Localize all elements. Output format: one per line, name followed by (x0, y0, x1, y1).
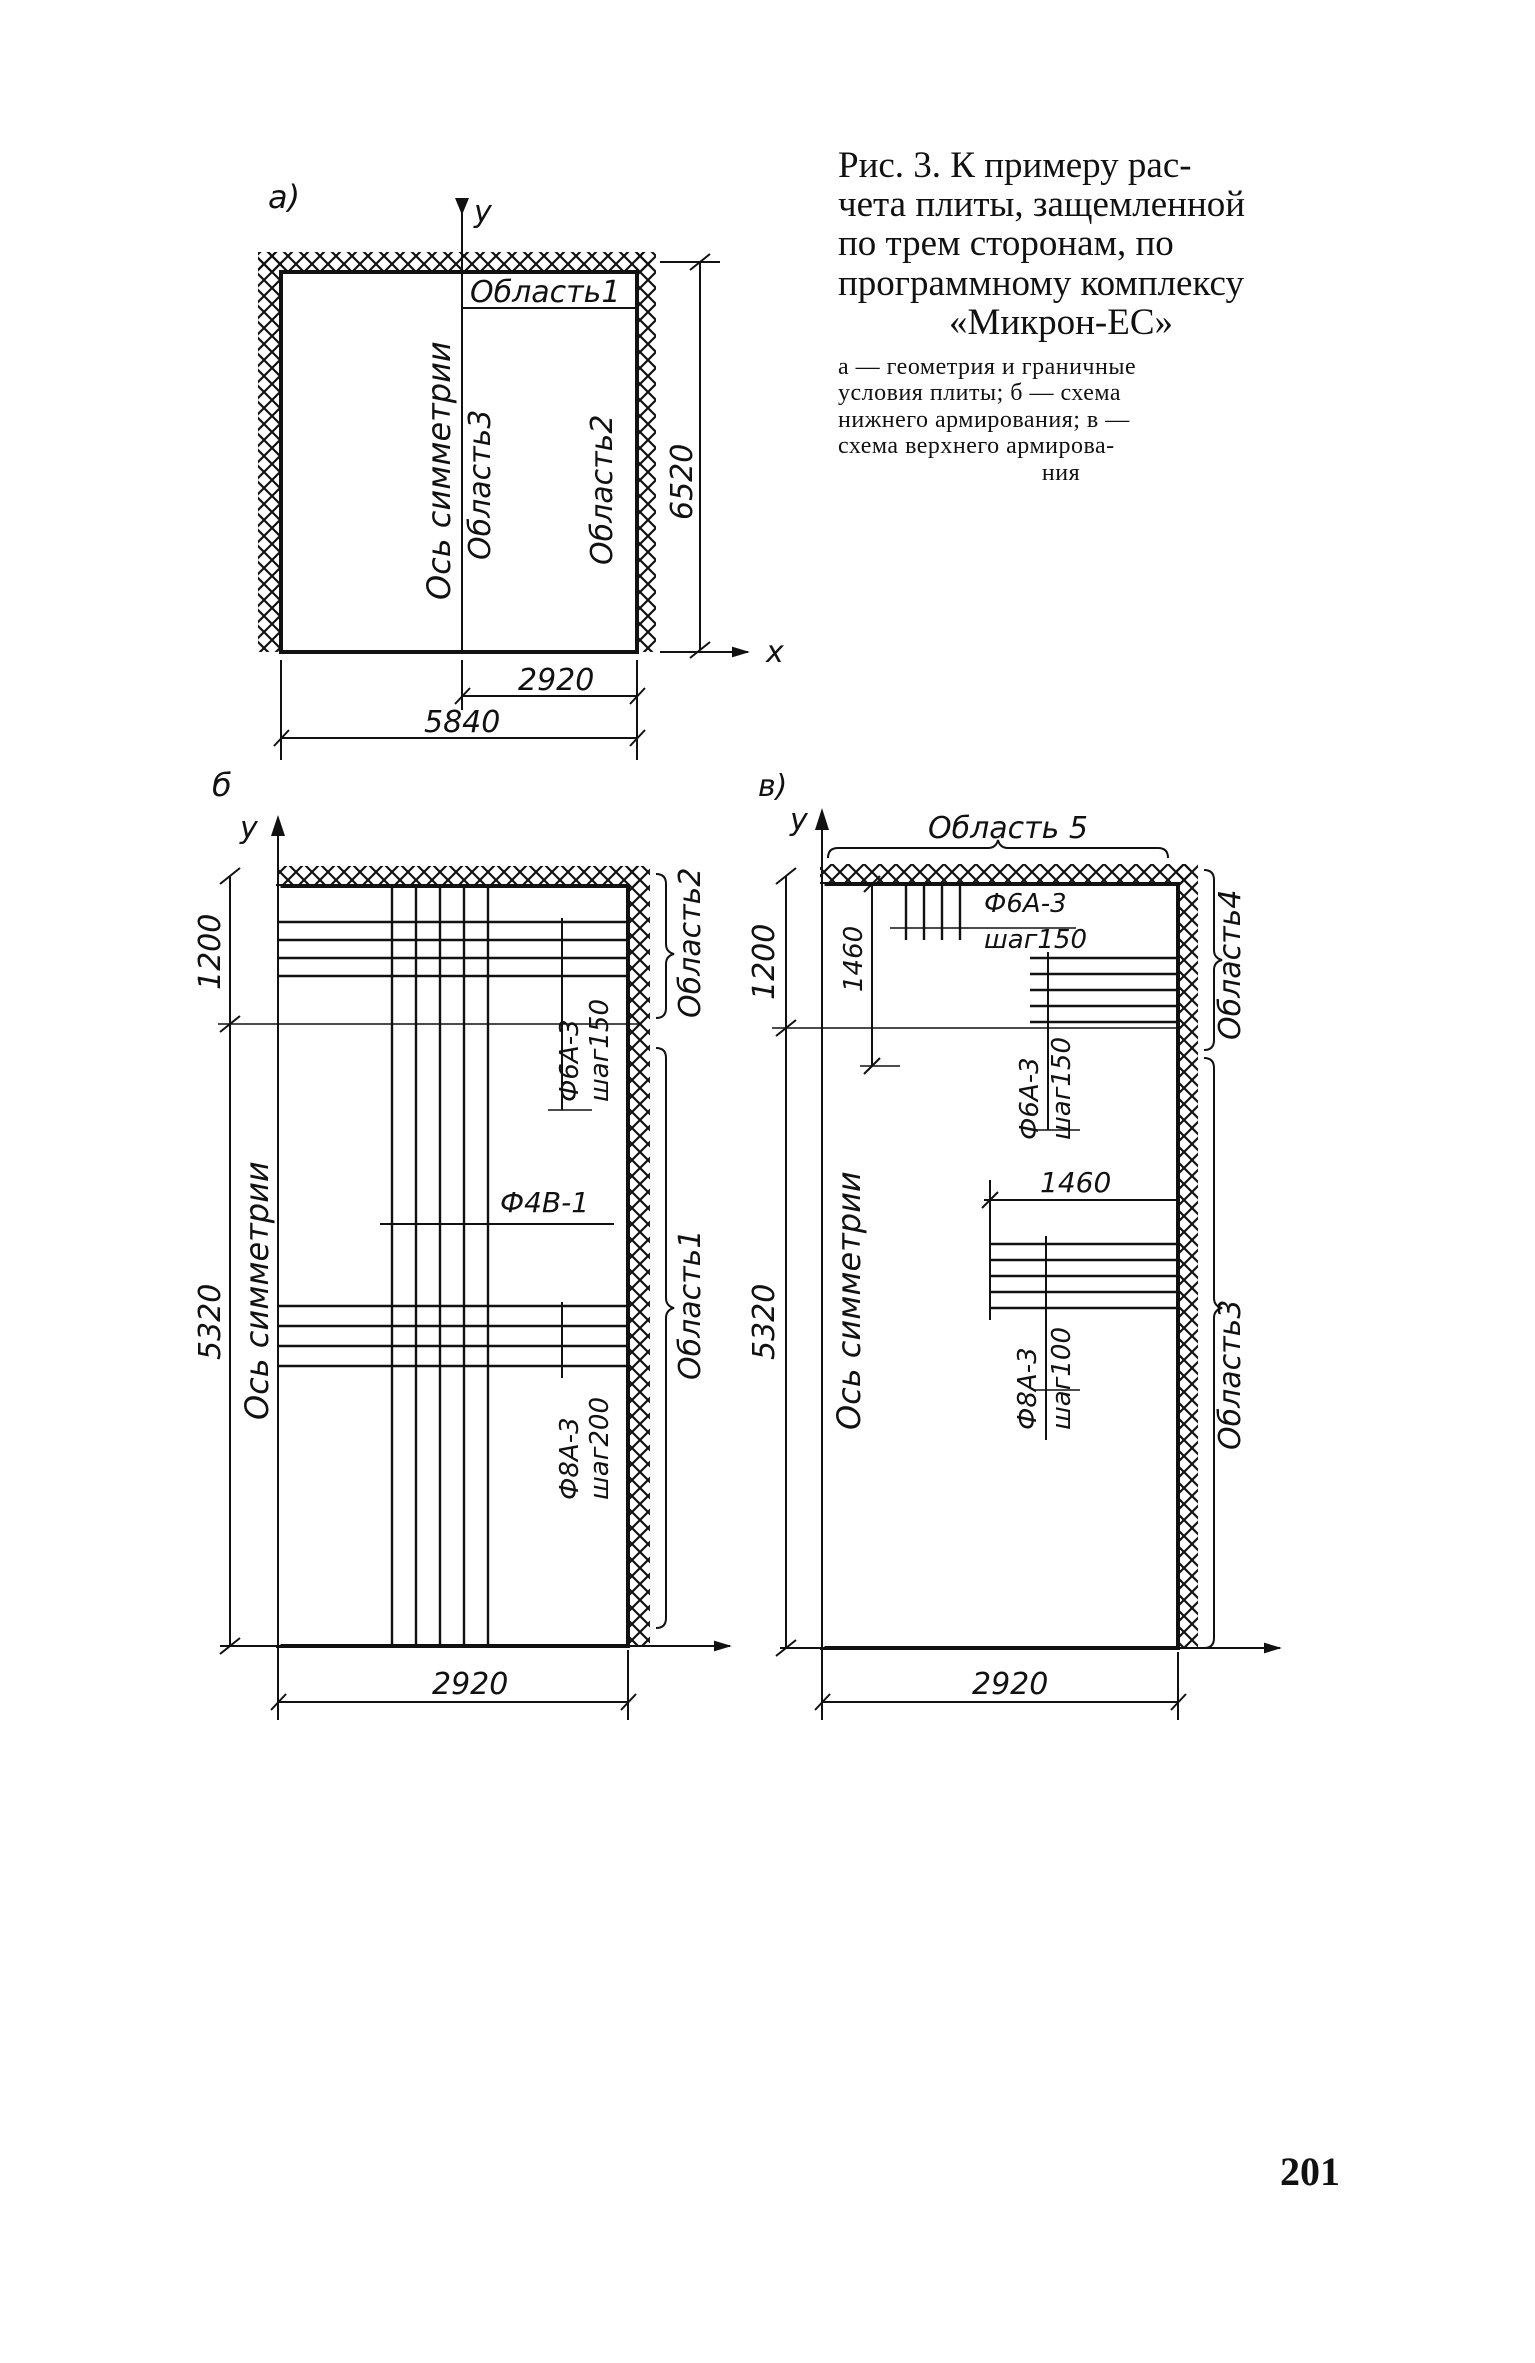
rebar-bottom-line1: Ф8А-3 (555, 1417, 585, 1500)
rebar-side-group (1030, 956, 1178, 1024)
rebar-top-group (278, 920, 628, 978)
dim-bottom-value: 5320 (747, 1284, 782, 1360)
symmetry-axis-label: Ось симметрии (238, 1161, 276, 1420)
region2-brace (655, 873, 675, 1019)
caption-legend-line: схема верхнего армирова- (838, 433, 1115, 460)
caption-title-line: по трем сторонам, по (838, 223, 1174, 265)
rebar-bottom-line1: Ф8А-3 (1013, 1347, 1043, 1430)
rebar-top-line2: шаг150 (984, 925, 1087, 955)
y-axis-label: y (473, 195, 493, 230)
rebar-top-vertical-group (904, 884, 962, 940)
symmetry-axis-label: Ось симметрии (830, 1171, 868, 1430)
caption-title-line: Рис. 3. К примеру рас- (838, 145, 1192, 186)
dim-height-value: 6520 (665, 444, 700, 520)
rebar-vertical-group (390, 886, 490, 1646)
page-number: 201 (1280, 2149, 1340, 2194)
dim-width-value: 2920 (972, 1667, 1048, 1702)
x-axis-label: x (765, 635, 784, 670)
dim-top-value: 1200 (747, 924, 782, 1000)
fixed-edge-right-hatch (636, 252, 656, 652)
region4-brace (1203, 869, 1223, 1051)
region1-label: Область1 (673, 1230, 708, 1380)
dim-top-inner-value: 1460 (839, 926, 869, 992)
region1-label: Область1 (470, 275, 620, 310)
dim-width-value: 2920 (432, 1667, 508, 1702)
dim-middle-value: 1460 (1040, 1166, 1111, 1199)
plate-outline (820, 882, 1180, 1650)
y-axis-arrow (815, 808, 829, 830)
rebar-bottom-group (990, 1242, 1178, 1310)
region5-label: Область 5 (928, 811, 1088, 846)
fixed-edge-top-hatch (258, 252, 650, 272)
caption-legend-line: условия плиты; б — схема (838, 380, 1122, 407)
region3-label: Область3 (463, 410, 498, 560)
y-axis-arrow (271, 815, 285, 836)
y-axis-arrow (455, 198, 469, 215)
region3-brace (1203, 1057, 1223, 1649)
caption-legend-line: нижнего армирования; в — (838, 406, 1130, 433)
panel-label-b: б (212, 766, 232, 804)
rebar-top-line1: Ф6А-3 (555, 1019, 585, 1102)
dim-bottom-value: 5320 (193, 1284, 228, 1360)
region1-brace (655, 1047, 675, 1629)
plate-outline (276, 884, 630, 1648)
y-axis-label: y (789, 803, 809, 838)
rebar-bottom-group (278, 1304, 628, 1368)
figure-a: а) y x Область1 Область2 Область3 Ось си… (258, 178, 784, 760)
rebar-side-line2: шаг150 (1047, 1037, 1077, 1140)
figure-v: в) y Область 5 Область4 Область3 1200 14… (747, 769, 1282, 1720)
figure-caption: Рис. 3. К примеру рас- чета плиты, защем… (838, 146, 1284, 486)
rebar-vertical-label: Ф4В-1 (500, 1186, 589, 1219)
symmetry-axis-label: Ось симметрии (420, 341, 458, 600)
plate-outline (279, 270, 639, 654)
rebar-side-line1: Ф6А-3 (1015, 1057, 1045, 1140)
rebar-bottom-line2: шаг100 (1047, 1327, 1077, 1430)
caption-title-line: «Микрон-ЕС» (948, 301, 1174, 343)
rebar-bottom-line2: шаг200 (585, 1397, 615, 1500)
caption-legend-line: ния (1041, 459, 1081, 486)
panel-label-a: а) (268, 178, 300, 216)
caption-legend: а — геометрия и граничные условия плиты;… (838, 354, 1284, 486)
panel-label-v: в) (758, 769, 787, 804)
region2-label: Область2 (673, 868, 708, 1018)
fixed-edge-right-hatch (1176, 864, 1198, 1648)
fixed-edge-top-hatch (820, 864, 1190, 886)
region5-brace (827, 839, 1169, 859)
caption-legend-line: а — геометрия и граничные (838, 354, 1137, 381)
dim-top-value: 1200 (193, 914, 228, 990)
fixed-edge-top-hatch (278, 866, 638, 886)
fixed-edge-left-hatch (258, 252, 282, 652)
caption-title-line: чета плиты, защемленной (838, 184, 1246, 226)
fixed-edge-right-hatch (628, 866, 650, 1646)
dim-width-value: 5840 (424, 705, 500, 740)
rebar-top-line2: шаг150 (585, 999, 615, 1102)
caption-title-line: программному комплексу (838, 262, 1244, 304)
y-axis-label: y (239, 811, 259, 846)
caption-title: Рис. 3. К примеру рас- чета плиты, защем… (838, 146, 1284, 342)
region3-label: Область3 (1213, 1300, 1248, 1450)
rebar-top-line1: Ф6А-3 (984, 889, 1067, 919)
dim-half-width-value: 2920 (518, 663, 594, 698)
figure-b: б y 1200 5320 2920 Ф6А-3 шаг150 Ф4В-1 Ф8… (193, 766, 732, 1720)
region4-label: Область4 (1213, 890, 1248, 1040)
region2-label: Область2 (585, 415, 620, 565)
